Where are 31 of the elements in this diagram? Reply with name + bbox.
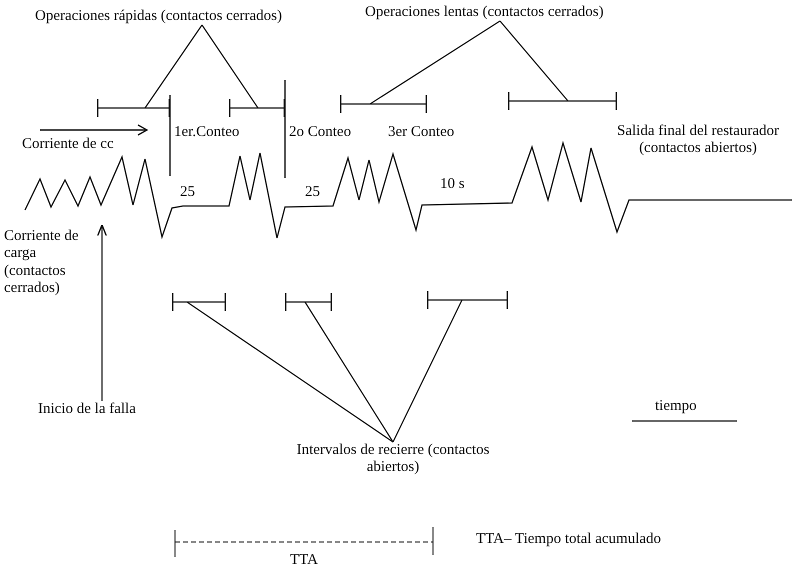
axis-label: tiempo (655, 398, 697, 416)
callout-label: Operaciones rápidas (contactos cerrados) (35, 8, 355, 26)
annotation-label: Salida final del restaurador (contactos abiertos) (616, 123, 780, 158)
legend-note: TTA– Tiempo total acumulado (476, 531, 662, 548)
interval-bar (97, 99, 170, 117)
count-label: 1er.Conteo (174, 124, 240, 142)
interval-bar (172, 293, 226, 311)
leader-line (392, 300, 463, 442)
count-label: 2o Conteo (289, 124, 352, 142)
interval-bar (285, 293, 332, 311)
interval-bar (508, 92, 617, 110)
arrow (96, 224, 108, 401)
interval-label: 25 (305, 184, 320, 202)
leader-line (370, 20, 500, 104)
interval-label: 25 (180, 184, 195, 202)
leader-line (186, 302, 394, 442)
count-label: 3er Conteo (388, 124, 454, 142)
leader-line (202, 24, 258, 108)
annotation-label: Corriente de cc (22, 136, 114, 154)
callout-label: Intervalos de recierre (contactos abiertos) (290, 442, 496, 476)
leader-line (304, 302, 394, 442)
dimension-label: TTA (290, 552, 318, 570)
leader-line (500, 20, 568, 102)
annotation-label: Corriente de carga (contactos cerrados) (4, 228, 80, 297)
interval-bar (427, 291, 508, 309)
leader-line (144, 24, 202, 108)
interval-bar (340, 95, 427, 113)
callout-label: Inicio de la falla (38, 401, 178, 418)
interval-bar (229, 99, 285, 117)
interval-label: 10 s (440, 176, 465, 194)
callout-label: Operaciones lentas (contactos cerrados) (365, 4, 735, 22)
